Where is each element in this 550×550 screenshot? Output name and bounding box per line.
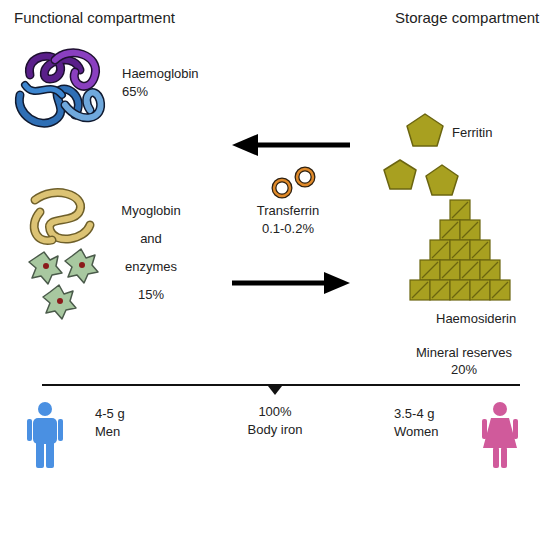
woman-icon-part [493, 447, 499, 468]
ferritin-figures [384, 114, 458, 195]
haemoglobin-figure-part [55, 53, 96, 87]
ferritin-figures-part [384, 160, 416, 189]
haemosiderin-block [440, 220, 460, 240]
haemosiderin-block [440, 260, 460, 280]
myoglobin-figure [34, 193, 90, 241]
haemosiderin-texture [442, 262, 458, 278]
iron-flow-arrow [232, 281, 332, 286]
iron-flow-arrow [250, 143, 350, 148]
haemosiderin-block [410, 280, 430, 300]
body-iron-axis [42, 385, 520, 395]
protein-label: Ferritin [452, 124, 493, 142]
transferrin-rings [274, 169, 313, 196]
body-iron-axis-part [268, 386, 282, 395]
myoglobin-figure-part [34, 212, 52, 241]
myoglobin-figure-part [35, 193, 90, 239]
man-icon-part [36, 440, 44, 468]
haemosiderin-texture [462, 262, 478, 278]
haemosiderin-block [470, 240, 490, 260]
haemoglobin-figure-part [25, 85, 62, 95]
myoglobin-enzymes-label: Myoglobin and enzymes 15% [116, 195, 186, 311]
man-icon [27, 402, 63, 468]
haemosiderin-texture [412, 282, 428, 298]
haemosiderin-texture [472, 282, 488, 298]
enzyme-figures-part [57, 298, 63, 304]
haemoglobin-figure-part [55, 53, 96, 87]
man-icon-part [46, 440, 54, 468]
haemosiderin-label: Haemosiderin [434, 308, 519, 330]
haemoglobin-figure-part [25, 85, 62, 95]
transferrin-rings-part [274, 180, 290, 196]
haemosiderin-texture [452, 202, 468, 218]
transferrin-label: Transferrin 0.1-0.2% [253, 202, 323, 238]
haemosiderin-block [450, 240, 470, 260]
haemosiderin-texture [462, 222, 478, 238]
haemosiderin-texture [452, 242, 468, 258]
haemosiderin-figure [410, 200, 510, 300]
woman-icon-part [513, 419, 518, 439]
haemosiderin-block [450, 200, 470, 220]
haemosiderin-block [490, 280, 510, 300]
woman-icon-part [493, 402, 507, 416]
haemosiderin-block [480, 260, 500, 280]
body-iron-label: 100% Body iron [244, 403, 306, 439]
haemosiderin-block [470, 280, 490, 300]
body-iron-axis-part [42, 384, 520, 386]
transferrin-rings-part [274, 180, 290, 196]
storage-compartment: Storage compartmentMineral reserves 20% F… [350, 8, 545, 386]
woman-icon-part [501, 447, 507, 468]
haemosiderin-texture [432, 242, 448, 258]
compartment-share: Mineral reserves 20% [408, 344, 520, 378]
woman-icon [482, 402, 518, 468]
enzyme-figures-part [65, 249, 98, 283]
haemosiderin-texture [492, 282, 508, 298]
enzyme-figures-part [29, 252, 62, 284]
woman-icon-part [483, 418, 517, 448]
ferritin-figures-part [426, 165, 458, 195]
haemoglobin-figure-part [65, 93, 101, 118]
myoglobin-figure-part [35, 193, 90, 239]
ferritin-figures-part [407, 114, 443, 146]
haemosiderin-block [450, 280, 470, 300]
haemosiderin-block [460, 220, 480, 240]
enzyme-figures-part [43, 263, 49, 269]
myoglobin-figure-part [34, 212, 52, 241]
haemosiderin-texture [422, 262, 438, 278]
woman-icon-part [482, 419, 487, 439]
protein-label: Haemoglobin 65% [122, 65, 207, 101]
haemoglobin-figure-part [65, 93, 101, 118]
haemosiderin-texture [432, 282, 448, 298]
haemoglobin-figure [19, 53, 100, 123]
functional-compartment: Functional compartmentHaemoglobin 65% Myo… [10, 8, 232, 348]
man-icon-part [33, 418, 57, 444]
enzyme-figures [29, 249, 98, 319]
haemoglobin-label: Haemoglobin 65% [120, 63, 209, 104]
compartment-heading: Storage compartment [395, 8, 543, 28]
haemosiderin-texture [482, 262, 498, 278]
protein-label: Haemosiderin [436, 310, 517, 328]
man-icon-part [38, 402, 52, 416]
enzyme-figures-part [79, 262, 85, 268]
haemosiderin-block [430, 240, 450, 260]
haemosiderin-texture [442, 222, 458, 238]
haemosiderin-block [460, 260, 480, 280]
haemosiderin-block [420, 260, 440, 280]
man-icon-part [27, 419, 32, 441]
man-icon-part [58, 419, 63, 441]
protein-label: Myoglobin and enzymes 15% [118, 197, 184, 309]
women-iron-label: 3.5-4 g Women [394, 405, 448, 441]
transferrin-rings-part [297, 169, 313, 185]
haemosiderin-texture [472, 242, 488, 258]
enzyme-figures-part [43, 285, 76, 319]
haemosiderin-texture [452, 282, 468, 298]
transferrin-rings-part [297, 169, 313, 185]
compartment-heading: Functional compartment [14, 8, 224, 28]
ferritin-label: Ferritin [450, 122, 495, 144]
men-iron-label: 4-5 g Men [95, 405, 135, 441]
haemosiderin-block [430, 280, 450, 300]
